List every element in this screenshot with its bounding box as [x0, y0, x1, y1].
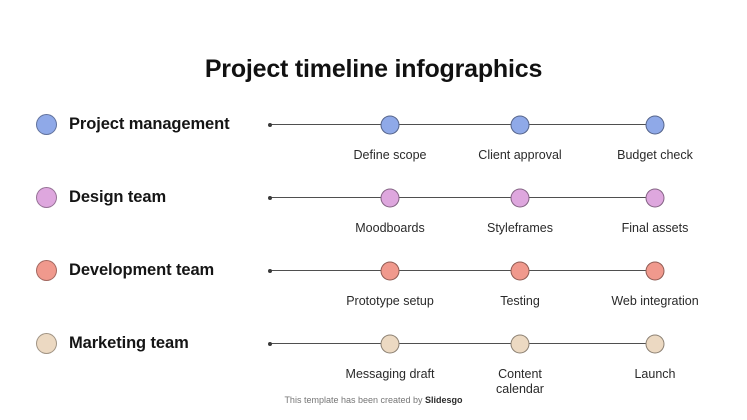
circle-icon	[36, 114, 57, 135]
timeline-start-dot-icon	[268, 195, 272, 200]
milestone-node[interactable]	[380, 334, 400, 354]
milestone-label: Final assets	[621, 221, 689, 235]
timeline-line	[270, 197, 658, 199]
track-team-label: Marketing team	[69, 334, 189, 352]
timeline-axis: Moodboards Styleframes Final assets	[268, 188, 688, 235]
timeline-start-dot-icon	[268, 268, 272, 273]
milestone-node[interactable]	[645, 261, 665, 281]
timeline-line	[270, 270, 658, 272]
milestone-label: Prototype setup	[346, 294, 434, 308]
footer-credit: This template has been created by Slides…	[0, 395, 747, 405]
milestone-node[interactable]	[380, 115, 400, 135]
circle-icon	[36, 187, 57, 208]
track-team-label: Development team	[69, 261, 215, 279]
timeline-start-dot-icon	[268, 122, 272, 127]
milestone-node[interactable]	[510, 261, 530, 281]
milestone-node[interactable]	[510, 115, 530, 135]
milestone-label: Testing	[500, 294, 540, 308]
track-team-label: Project management	[69, 115, 230, 133]
milestone-node[interactable]	[380, 261, 400, 281]
milestone-node[interactable]	[380, 188, 400, 208]
timeline-axis: Prototype setup Testing Web integration	[268, 261, 699, 308]
track-team-label: Design team	[69, 188, 167, 206]
milestone-label: Budget check	[617, 148, 693, 162]
footer-prefix: This template has been created by	[284, 395, 426, 405]
track-legend[interactable]: Development team	[36, 260, 214, 281]
milestone-label: Messaging draft	[345, 367, 435, 381]
timeline-line	[270, 124, 658, 126]
track-legend[interactable]: Marketing team	[36, 333, 189, 354]
circle-icon	[36, 333, 57, 354]
footer-brand: Slidesgo	[425, 395, 463, 405]
milestone-label: Moodboards	[355, 221, 425, 235]
milestone-label: Define scope	[353, 148, 427, 162]
milestone-label: Styleframes	[487, 221, 553, 235]
page-title: Project timeline infographics	[204, 54, 543, 83]
milestone-label: Content calendar	[496, 367, 544, 396]
milestone-node[interactable]	[645, 334, 665, 354]
milestone-node[interactable]	[510, 334, 530, 354]
track-legend[interactable]: Project management	[36, 114, 230, 135]
milestone-node[interactable]	[645, 188, 665, 208]
milestone-label: Client approval	[478, 148, 562, 162]
timeline-line	[270, 343, 658, 345]
timeline-start-dot-icon	[268, 341, 272, 346]
track-legend[interactable]: Design team	[36, 187, 166, 208]
milestone-label: Launch	[634, 367, 676, 381]
milestone-node[interactable]	[510, 188, 530, 208]
timeline-axis: Define scope Client approval Budget check	[268, 115, 693, 162]
circle-icon	[36, 260, 57, 281]
milestone-node[interactable]	[645, 115, 665, 135]
timeline-axis: Messaging draft Content calendar Launch	[268, 334, 676, 396]
milestone-label: Web integration	[611, 294, 699, 308]
